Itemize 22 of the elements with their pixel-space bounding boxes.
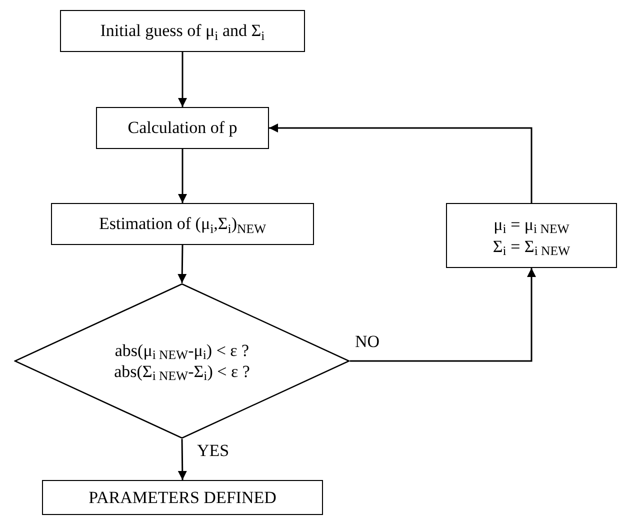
node-text: abs(μ$_{i NEW}$-μ$_{i}$) < ε ? xyxy=(114,340,250,361)
decision-diamond xyxy=(14,283,350,439)
node-text: abs(Σ$_{i NEW}$-Σ$_{i}$) < ε ? xyxy=(114,361,250,382)
edge-label: YES xyxy=(196,442,230,459)
node-text: Calculation of p xyxy=(128,117,238,139)
node-text: Initial guess of μ$_{i}$ and Σ$_{i}$ xyxy=(100,20,265,42)
node-text: Σ$_{i}$ = Σ$_{i NEW}$ xyxy=(492,236,570,257)
node-text: Estimation of (μ$_{i}$,Σ$_{i}$)$_{NEW}$ xyxy=(98,213,266,235)
process-box xyxy=(51,203,314,245)
process-box xyxy=(42,480,323,515)
arrow xyxy=(178,438,187,480)
arrow xyxy=(178,52,187,107)
arrow xyxy=(269,124,532,203)
arrow xyxy=(350,268,536,362)
edge-label: NO xyxy=(354,333,381,350)
arrow xyxy=(178,149,187,203)
process-box xyxy=(60,10,305,52)
process-box xyxy=(446,203,617,268)
node-text: μ$_{i}$ = μ$_{i NEW}$ xyxy=(494,214,570,236)
node-text: PARAMETERS DEFINED xyxy=(88,486,276,508)
process-box xyxy=(96,107,269,149)
arrow xyxy=(178,244,187,284)
